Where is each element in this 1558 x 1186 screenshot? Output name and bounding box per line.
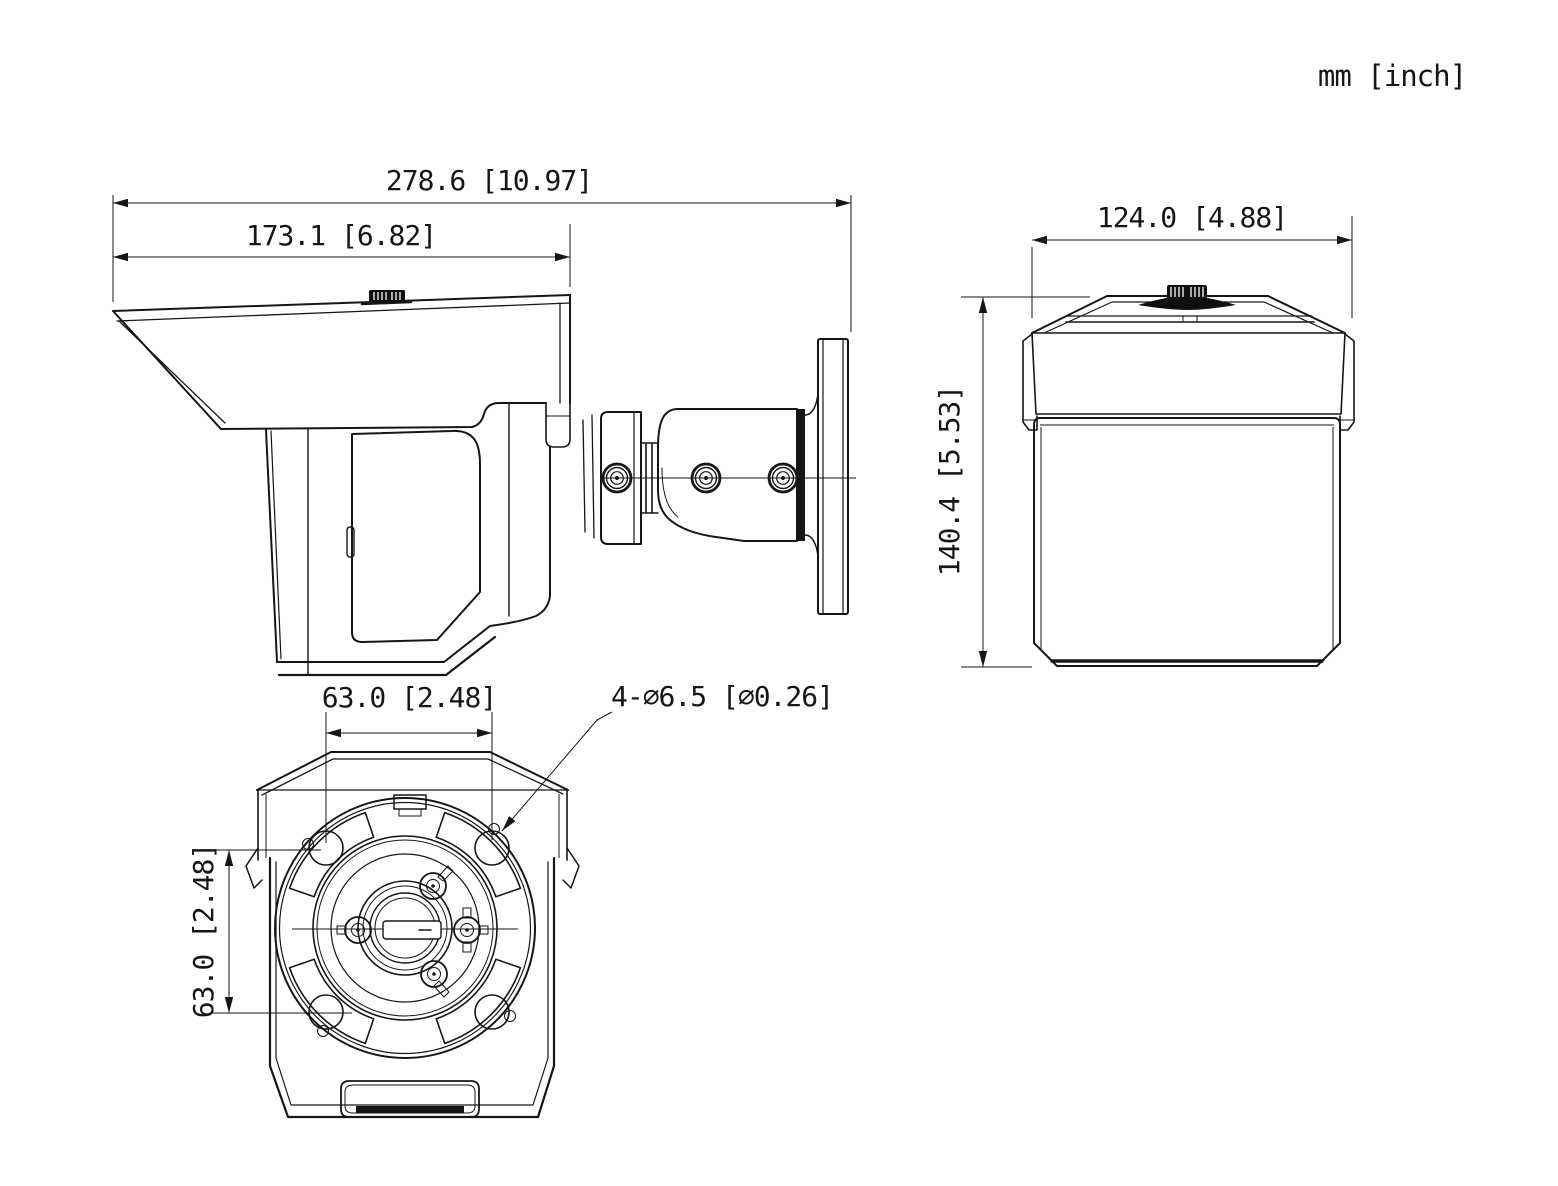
front-sunshield [1022, 295, 1355, 431]
bottom-cable-door [340, 1080, 480, 1118]
front-camera-body [1033, 417, 1341, 667]
bottom-wing-right [562, 847, 580, 889]
mounting-plate [274, 794, 536, 1059]
side-dimensions: 278.6 [10.97] 173.1 [6.82] [112, 164, 852, 332]
cutout-top-right [435, 811, 522, 898]
side-camera-body [265, 403, 551, 677]
units-label: mm [inch] [1318, 59, 1466, 93]
side-wall-plate [817, 338, 849, 615]
dim-hole-spacing-v: 63.0 [2.48] [187, 844, 220, 1018]
arm-screw-1 [690, 462, 722, 494]
cable-slot [382, 920, 442, 940]
bottom-wing-left [245, 847, 263, 889]
dim-height: 140.4 [5.53] [933, 386, 966, 576]
cutout-top-left [288, 811, 375, 898]
front-shield-wing-left [1022, 333, 1038, 431]
front-view: 124.0 [4.88] 140.4 [5.53] [933, 201, 1355, 668]
dim-width: 124.0 [4.88] [1097, 201, 1287, 234]
plate-screw-left [336, 916, 372, 944]
plate-screw-right [453, 907, 489, 953]
arm-screw-2 [767, 462, 799, 494]
side-view: 278.6 [10.97] 173.1 [6.82] [112, 164, 856, 677]
dim-total-length: 278.6 [10.97] [386, 164, 592, 197]
bottom-body-outline [245, 751, 580, 1119]
front-sunshield-knob [1138, 285, 1236, 310]
dim-shield-length: 173.1 [6.82] [246, 219, 436, 252]
dim-hole-spacing-h: 63.0 [2.48] [322, 681, 496, 714]
side-access-door [351, 429, 481, 643]
door-latch-slot [346, 526, 355, 558]
side-sunshield [112, 294, 571, 448]
plate-screw-bottom [420, 960, 450, 998]
cutout-bottom-right [435, 958, 522, 1045]
bottom-dimensions: 63.0 [2.48] 63.0 [2.48] 4-∅6.5 [∅0.26] [187, 680, 834, 1018]
dim-mounting-holes: 4-∅6.5 [∅0.26] [611, 680, 833, 713]
side-bracket-arm [582, 392, 856, 558]
cutout-bottom-left [288, 958, 375, 1045]
plate-screw-top [419, 865, 454, 900]
bottom-view: 63.0 [2.48] 63.0 [2.48] 4-∅6.5 [∅0.26] [187, 680, 834, 1119]
label-strip [356, 1106, 464, 1113]
arm-joint-band [797, 409, 805, 541]
hinge-screw [601, 462, 633, 494]
side-sunshield-knob [360, 290, 413, 306]
front-dimensions: 124.0 [4.88] 140.4 [5.53] [933, 201, 1353, 668]
